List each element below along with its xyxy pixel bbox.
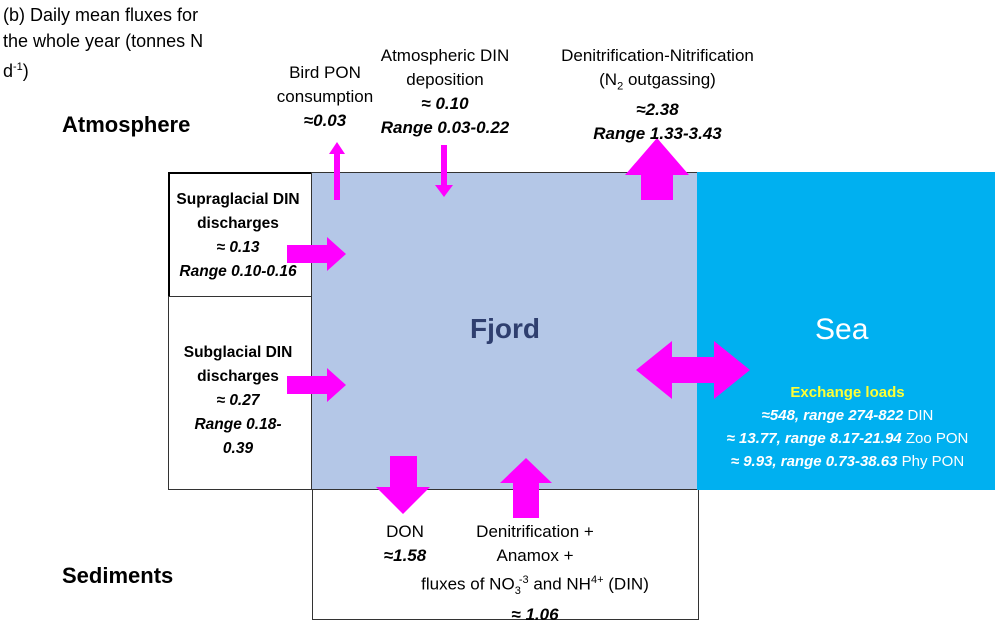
exchange-arrow [636, 341, 750, 399]
subglacial-text: Subglacial DIN discharges ≈ 0.27 Range 0… [163, 341, 313, 461]
caption-line-3: d-1) [3, 61, 29, 81]
sed-denit-text: Denitrification + Anamox + fluxes of NO3… [410, 520, 660, 627]
sed-denit-line3: fluxes of NO3-3 and NH4+ (DIN) [421, 574, 649, 598]
atm-din-line1: Atmospheric DIN [380, 46, 510, 65]
sea-label: Sea [815, 313, 869, 346]
sed-denit-value: ≈ 1.06 [511, 605, 559, 625]
atm-din-line2: deposition [406, 70, 484, 89]
don-text: DON ≈1.58 [365, 520, 445, 568]
denit-range: Range 1.33-3.43 [593, 124, 722, 144]
subglacial-arrow [287, 368, 346, 402]
atm-deposition-arrow [435, 145, 453, 197]
exchange-text: Exchange loads ≈548, range 274-822 DIN ≈… [700, 381, 995, 473]
supraglacial-value: ≈ 0.13 [216, 239, 260, 256]
exchange-phy: ≈ 9.93, range 0.73-38.63 Phy PON [730, 453, 965, 470]
atm-din-range: Range 0.03-0.22 [380, 118, 510, 137]
don-value: ≈1.58 [383, 546, 427, 565]
bird-pon-value: ≈0.03 [303, 111, 347, 130]
subglacial-range2: 0.39 [222, 440, 254, 457]
atmosphere-label: Atmosphere [62, 112, 191, 137]
caption-line-1: (b) Daily mean fluxes for [3, 5, 199, 25]
fjord-label: Fjord [470, 313, 540, 344]
subglacial-value: ≈ 0.27 [216, 392, 260, 409]
subglacial-line2: discharges [197, 368, 279, 385]
figure-caption: (b) Daily mean fluxes for the whole year… [3, 2, 293, 84]
exchange-din: ≈548, range 274-822 DIN [761, 407, 934, 424]
bird-pon-line2: consumption [276, 87, 374, 106]
exchange-zoo: ≈ 13.77, range 8.17-21.94 Zoo PON [726, 430, 969, 447]
sediments-label: Sediments [62, 563, 174, 588]
supraglacial-arrow [287, 237, 346, 271]
sediment-box [312, 488, 699, 620]
subglacial-line1: Subglacial DIN [183, 344, 293, 361]
supraglacial-range: Range 0.10-0.16 [179, 263, 297, 280]
exchange-title: Exchange loads [790, 384, 905, 401]
denit-text: Denitrification-Nitrification (N2 outgas… [525, 44, 790, 146]
fjord-box [311, 172, 699, 490]
don-arrow [376, 456, 430, 514]
supraglacial-text: Supraglacial DIN discharges ≈ 0.13 Range… [163, 188, 313, 284]
atm-din-text: Atmospheric DIN deposition ≈ 0.10 Range … [355, 44, 535, 140]
supraglacial-line2: discharges [197, 215, 279, 232]
bird-pon-arrow [329, 142, 345, 200]
bird-pon-text: Bird PON consumption ≈0.03 [260, 61, 390, 133]
sed-denit-line2: Anamox + [496, 546, 574, 565]
supraglacial-line1: Supraglacial DIN [176, 191, 300, 208]
sed-denit-line1: Denitrification + [476, 522, 594, 541]
sediment-flux-arrow [500, 458, 552, 518]
sea-box [697, 172, 995, 490]
caption-line-2: the whole year (tonnes N [3, 31, 204, 51]
denitrification-arrow [625, 138, 689, 200]
denit-value: ≈2.38 [636, 100, 679, 120]
don-label: DON [386, 522, 424, 541]
denit-line1: Denitrification-Nitrification [561, 46, 754, 65]
subglacial-range1: Range 0.18- [194, 416, 282, 433]
denit-line2: (N2 outgassing) [599, 70, 716, 93]
bird-pon-line1: Bird PON [289, 63, 361, 82]
atm-din-value: ≈ 0.10 [421, 94, 469, 113]
